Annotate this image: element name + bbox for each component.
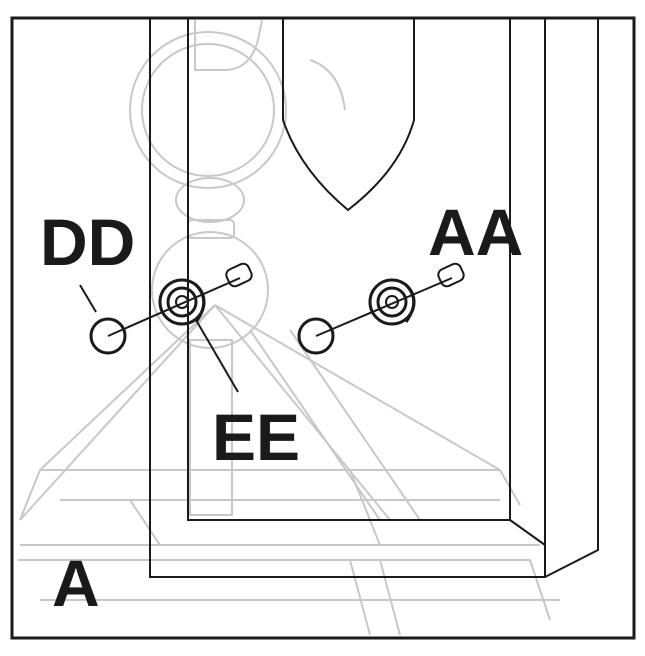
left-screw-assembly: [89, 262, 253, 355]
right-screw-assembly: [297, 262, 465, 355]
lantern-ghost-illustration: [18, 19, 560, 636]
label-aa: AA: [428, 195, 523, 269]
ee-leader-line: [195, 319, 239, 393]
aa-washer: [297, 317, 335, 355]
dd-leader-line: [79, 284, 97, 313]
label-dd: DD: [40, 205, 135, 279]
mounting-bracket: [10, 16, 636, 640]
label-ee: EE: [212, 400, 300, 474]
dd-washer: [89, 317, 127, 355]
label-a: A: [52, 546, 100, 620]
